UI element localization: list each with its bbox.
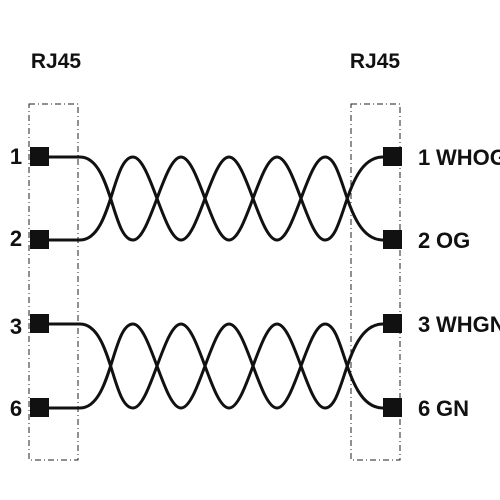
right-pin-contact-3 bbox=[383, 314, 402, 333]
left-connector-housing bbox=[28, 103, 79, 461]
left-pin-label-1: 1 bbox=[10, 144, 22, 169]
left-pin-label-6: 6 bbox=[10, 396, 22, 421]
right-pin-contact-6 bbox=[383, 398, 402, 417]
left-connector-title: RJ45 bbox=[31, 50, 82, 73]
wire-pair-2-a bbox=[47, 322, 385, 410]
right-pin-color-1: WHOG bbox=[436, 145, 500, 170]
right-pin-label-3: 3 bbox=[418, 312, 430, 337]
left-pin-contact-1 bbox=[30, 147, 49, 166]
left-pin-contact-3 bbox=[30, 314, 49, 333]
wire-pair-1-b bbox=[47, 155, 385, 242]
right-pin-label-6: 6 bbox=[418, 396, 430, 421]
right-pin-contact-1 bbox=[383, 147, 402, 166]
right-pin-color-6: GN bbox=[436, 396, 469, 421]
right-pin-label-2: 2 bbox=[418, 228, 430, 253]
right-connector-title: RJ45 bbox=[350, 50, 401, 73]
right-connector-housing bbox=[350, 103, 401, 461]
right-pin-label-1: 1 bbox=[418, 145, 430, 170]
wire-pair-2-b bbox=[47, 322, 385, 410]
wire-pair-1-a bbox=[47, 155, 385, 242]
left-pin-contact-2 bbox=[30, 230, 49, 249]
left-pin-contact-6 bbox=[30, 398, 49, 417]
right-pin-color-2: OG bbox=[436, 228, 470, 253]
left-pin-label-3: 3 bbox=[10, 314, 22, 339]
left-pin-label-2: 2 bbox=[10, 226, 22, 251]
right-pin-color-3: WHGN bbox=[436, 312, 500, 337]
right-pin-contact-2 bbox=[383, 230, 402, 249]
